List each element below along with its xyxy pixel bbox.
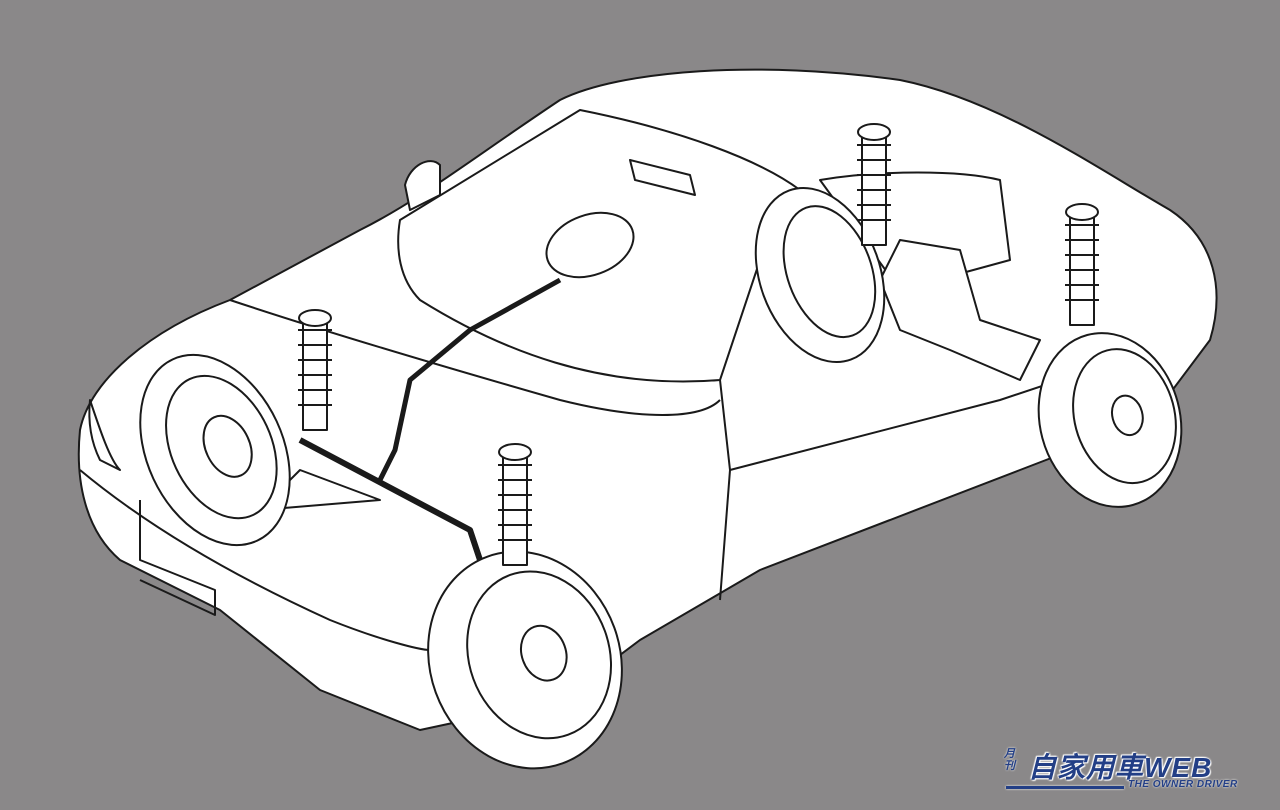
door-line [719, 379, 1061, 601]
rear-right-shock [1065, 203, 1099, 326]
logo-main-text: 自家用車WEB [1028, 752, 1213, 783]
rear-left-wheel [754, 186, 886, 364]
windshield [397, 109, 801, 383]
front-left-wheel [139, 353, 291, 547]
steering-rack [298, 437, 483, 561]
side-mirror [404, 160, 441, 211]
logo-sub-text: THE OWNER DRIVER [1128, 779, 1238, 790]
owner-driver-logo: 月刊 自家用車WEB THE OWNER DRIVER [1000, 746, 1260, 796]
rearview-mirror [629, 159, 696, 196]
rear-subframe [879, 239, 1041, 381]
front-right-shock [498, 443, 532, 566]
front-bumper [79, 469, 431, 651]
steering-wheel [545, 211, 635, 279]
rollbar [819, 171, 1011, 291]
logo-underline [1006, 786, 1124, 789]
rear-right-wheel [1037, 332, 1183, 508]
headlight [88, 399, 121, 471]
rear-left-shock [857, 123, 891, 246]
logo-small-text: 月刊 [1004, 748, 1015, 772]
steering-column [377, 277, 562, 482]
front-right-wheel [427, 550, 623, 770]
front-left-shock [298, 309, 332, 431]
